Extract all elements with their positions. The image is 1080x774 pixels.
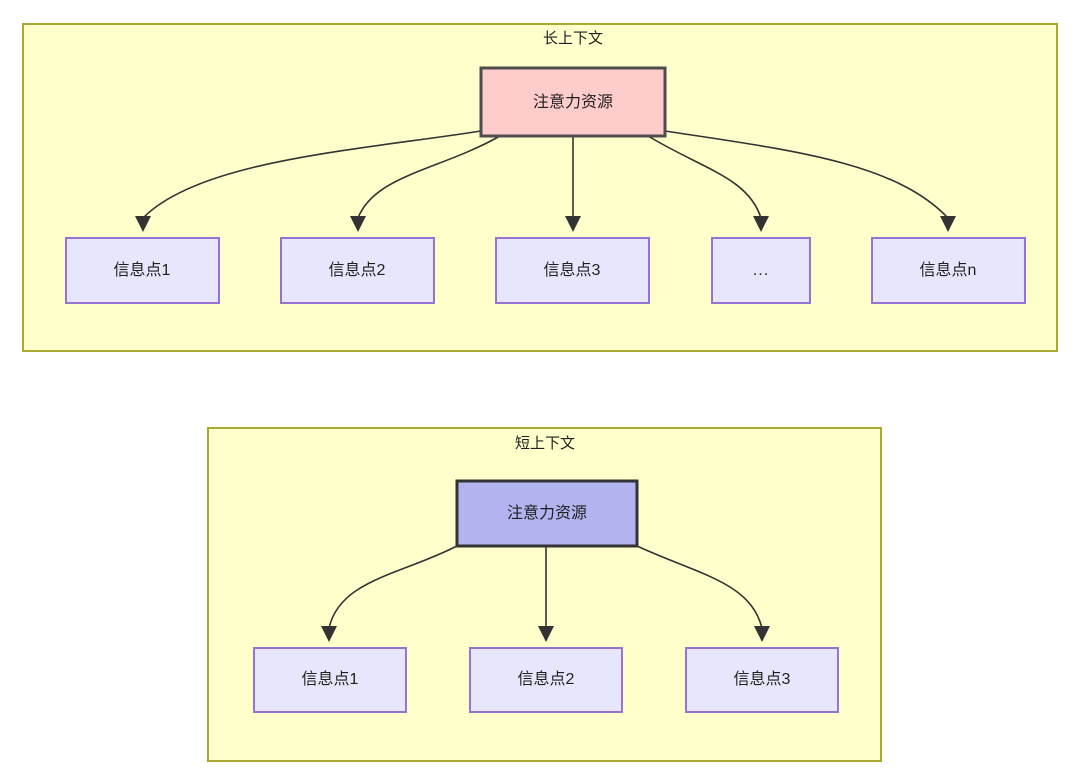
node-leaf-rect[interactable] bbox=[495, 237, 650, 304]
arrowhead-leaf-2 bbox=[538, 626, 554, 642]
node-leaf-rect[interactable] bbox=[469, 647, 623, 713]
node-leaf-rect[interactable] bbox=[711, 237, 811, 304]
diagram-long-context: 长上下文 注意力资源 信息点1 bbox=[22, 23, 1058, 352]
node-leaf-2[interactable]: 信息点2 bbox=[469, 647, 623, 713]
edge-root-to-leaf-4 bbox=[647, 135, 762, 219]
node-leaf-rect[interactable] bbox=[871, 237, 1026, 304]
node-leaf-label: 信息点1 bbox=[302, 670, 359, 688]
node-leaf-label: ... bbox=[753, 262, 769, 279]
node-leaf-2[interactable]: 信息点2 bbox=[280, 237, 435, 304]
arrowhead-leaf-2 bbox=[350, 216, 366, 232]
edge-root-to-leaf-3 bbox=[636, 545, 763, 629]
node-leaf-1[interactable]: 信息点1 bbox=[253, 647, 407, 713]
edge-root-to-leaf-5 bbox=[664, 130, 949, 219]
node-leaf-label: 信息点1 bbox=[114, 261, 171, 279]
edge-root-to-leaf-1 bbox=[142, 130, 482, 219]
node-root-label: 注意力资源 bbox=[533, 92, 613, 111]
edge-root-to-leaf-1 bbox=[328, 545, 458, 629]
node-root-rect[interactable] bbox=[455, 479, 639, 548]
node-leaf-label: 信息点3 bbox=[544, 261, 601, 279]
edges-long-context bbox=[135, 130, 956, 232]
node-leaf-rect[interactable] bbox=[253, 647, 407, 713]
node-leaf-rect[interactable] bbox=[280, 237, 435, 304]
diagram-short-context: 短上下文 注意力资源 信息点1 信息点2 bbox=[207, 427, 882, 762]
node-root-long-context[interactable]: 注意力资源 bbox=[479, 66, 667, 138]
arrowhead-leaf-3 bbox=[754, 626, 770, 642]
node-leaf-rect[interactable] bbox=[685, 647, 839, 713]
node-leaf-3[interactable]: 信息点3 bbox=[495, 237, 650, 304]
node-leaf-label: 信息点2 bbox=[329, 261, 386, 279]
node-leaf-rect[interactable] bbox=[65, 237, 220, 304]
edge-root-to-leaf-2 bbox=[357, 135, 501, 219]
node-leaf-3[interactable]: 信息点3 bbox=[685, 647, 839, 713]
arrowhead-leaf-1 bbox=[135, 216, 151, 232]
node-root-short-context[interactable]: 注意力资源 bbox=[455, 479, 639, 548]
node-leaf-label: 信息点3 bbox=[734, 670, 791, 688]
node-root-rect[interactable] bbox=[479, 66, 667, 138]
container-title-short-context: 短上下文 bbox=[515, 435, 575, 452]
arrowhead-leaf-4 bbox=[753, 216, 769, 232]
arrowhead-leaf-3 bbox=[565, 216, 581, 232]
node-root-label: 注意力资源 bbox=[507, 503, 587, 522]
node-leaf-label: 信息点2 bbox=[518, 670, 575, 688]
arrowhead-leaf-1 bbox=[321, 626, 337, 642]
edges-short-context bbox=[321, 545, 770, 642]
node-leaf-1[interactable]: 信息点1 bbox=[65, 237, 220, 304]
node-leaf-4[interactable]: ... bbox=[711, 237, 811, 304]
container-title-long-context: 长上下文 bbox=[543, 30, 603, 47]
node-leaf-5[interactable]: 信息点n bbox=[871, 237, 1026, 304]
arrowhead-leaf-5 bbox=[940, 216, 956, 232]
node-leaf-label: 信息点n bbox=[920, 261, 977, 279]
